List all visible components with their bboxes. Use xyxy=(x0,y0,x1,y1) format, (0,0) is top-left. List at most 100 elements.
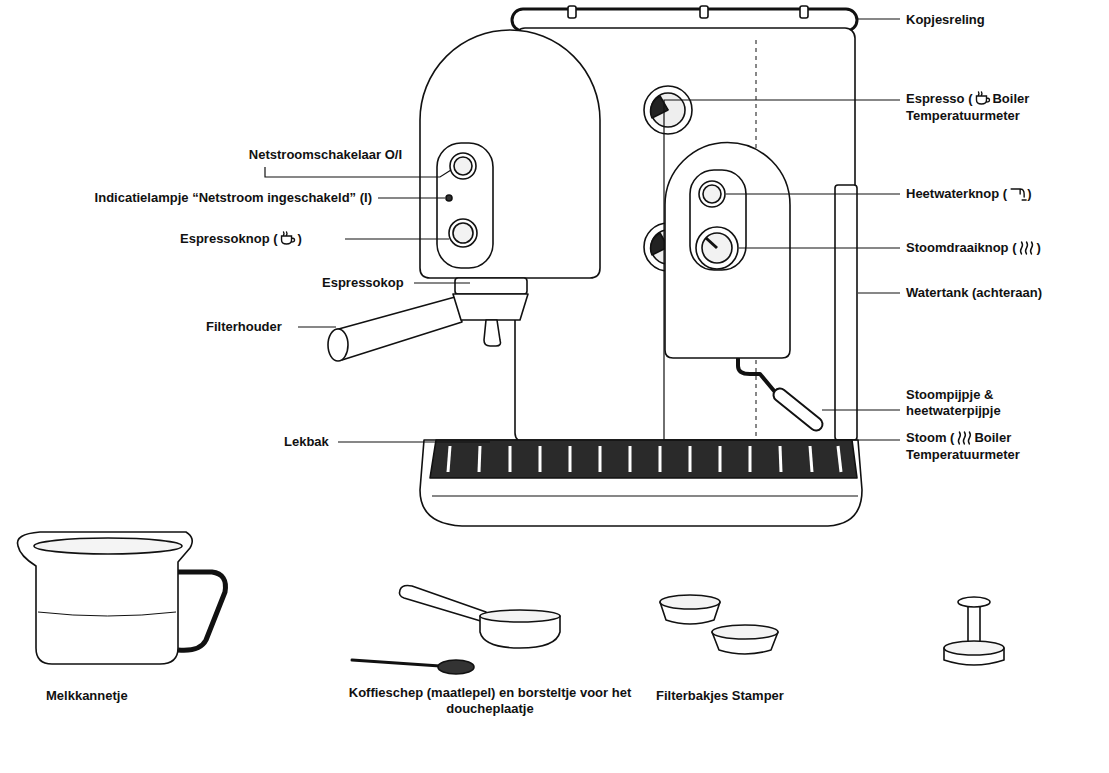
slat xyxy=(509,446,512,472)
wand-sleeve xyxy=(780,395,816,424)
slat xyxy=(539,446,542,472)
dial-face xyxy=(702,233,732,263)
leader-line xyxy=(265,167,451,177)
leader-line xyxy=(858,18,900,19)
jug-handle xyxy=(178,572,225,650)
slat xyxy=(659,446,662,472)
dial-pointer xyxy=(706,238,717,248)
tamper-shaft xyxy=(968,602,980,646)
part-label: Espressoknop ( xyxy=(180,231,278,247)
part-label: Filterhouder xyxy=(206,319,282,335)
hot-water-button xyxy=(699,181,725,207)
jug-line xyxy=(38,612,176,616)
part-label: ) xyxy=(1037,240,1041,256)
part-label: Kopjesreling xyxy=(906,12,985,28)
part-label: Netstroomschakelaar O/I xyxy=(249,147,402,163)
part-label: Koffieschep (maatlepel) en borsteltje vo… xyxy=(340,685,640,717)
steam-panel xyxy=(690,170,746,270)
slat xyxy=(810,446,812,472)
grill-slats xyxy=(448,446,841,472)
leader-line xyxy=(739,247,900,248)
button-face xyxy=(453,223,473,243)
label-icon xyxy=(282,232,295,244)
part-label: ) xyxy=(298,231,302,247)
part-label: Boiler xyxy=(992,91,1029,107)
tamper-knob xyxy=(958,597,990,607)
group-head xyxy=(455,278,527,294)
rail-post xyxy=(700,6,708,18)
slat xyxy=(838,446,841,472)
button-face xyxy=(703,185,721,203)
handle-end xyxy=(328,329,348,361)
part-label: Indicatielampje “Netstroom ingeschakeld”… xyxy=(95,190,372,206)
tamper-top xyxy=(944,641,1004,655)
part-label: Espressokop xyxy=(322,275,404,291)
basket-rim xyxy=(660,595,720,609)
base xyxy=(420,440,862,526)
part-label: ) xyxy=(1027,186,1031,202)
part-label: Temperatuurmeter xyxy=(906,108,1020,124)
power-light xyxy=(446,195,452,201)
steam-boiler-dome xyxy=(665,143,790,358)
leader-line xyxy=(822,409,900,410)
leader-line xyxy=(378,197,445,198)
gauge-face xyxy=(651,93,685,127)
part-label: Stoompijpje & heetwaterpijpje xyxy=(906,387,1036,419)
steam-dial xyxy=(696,227,738,269)
part-label: Filterbakjes Stamper xyxy=(656,688,784,704)
control-panel xyxy=(437,143,493,268)
espresso-boiler-dome xyxy=(420,30,600,278)
part-label: Melkkannetje xyxy=(46,688,128,704)
scoop-handle xyxy=(400,586,487,623)
scoop-rim xyxy=(480,610,560,622)
part-label: Stoom ( xyxy=(906,430,954,446)
slat xyxy=(569,446,572,472)
power-switch xyxy=(450,153,476,179)
leader-line xyxy=(298,326,336,327)
basket-rim xyxy=(712,625,778,639)
espresso-gauge xyxy=(644,86,692,134)
gauge-zone xyxy=(651,96,668,118)
portafilter-spout xyxy=(484,320,501,346)
switch-face xyxy=(454,157,472,175)
water-tank xyxy=(835,185,857,440)
tray-edge xyxy=(432,495,858,496)
part-label: Espresso ( xyxy=(906,91,972,107)
leader-line xyxy=(858,292,900,293)
slat xyxy=(780,446,781,472)
leader-lines xyxy=(265,19,900,442)
part-label: Heetwaterknop ( xyxy=(906,186,1007,202)
label-icon xyxy=(1011,189,1026,200)
espresso-button xyxy=(449,219,477,247)
part-label: Watertank (achteraan) xyxy=(906,285,1042,301)
part-label: Boiler xyxy=(974,430,1011,446)
label-icon xyxy=(1021,242,1033,254)
slat xyxy=(599,446,602,472)
leader-line xyxy=(414,282,470,283)
slat xyxy=(689,446,692,472)
drip-grill xyxy=(430,440,857,478)
brush-handle xyxy=(352,660,440,666)
rail-post xyxy=(800,6,808,18)
espresso-machine xyxy=(328,6,862,526)
slat xyxy=(448,446,450,472)
slat xyxy=(629,446,632,472)
slat xyxy=(749,446,752,472)
part-label: Temperatuurmeter xyxy=(906,447,1020,463)
wand-sleeve-face xyxy=(780,395,816,424)
rail-post xyxy=(568,6,576,18)
label-icon xyxy=(976,92,989,104)
slat xyxy=(719,446,722,472)
brush-bristles xyxy=(438,660,474,674)
slat xyxy=(479,446,480,472)
accessories xyxy=(17,532,1004,674)
jug-rim xyxy=(34,538,182,554)
part-label: Stoomdraaiknop ( xyxy=(906,240,1017,256)
milk-jug xyxy=(17,532,192,664)
leader-line xyxy=(345,238,449,239)
portafilter-handle xyxy=(335,297,462,360)
leader-bracket xyxy=(664,100,900,440)
part-label: Lekbak xyxy=(284,434,329,450)
label-icon xyxy=(958,432,970,444)
